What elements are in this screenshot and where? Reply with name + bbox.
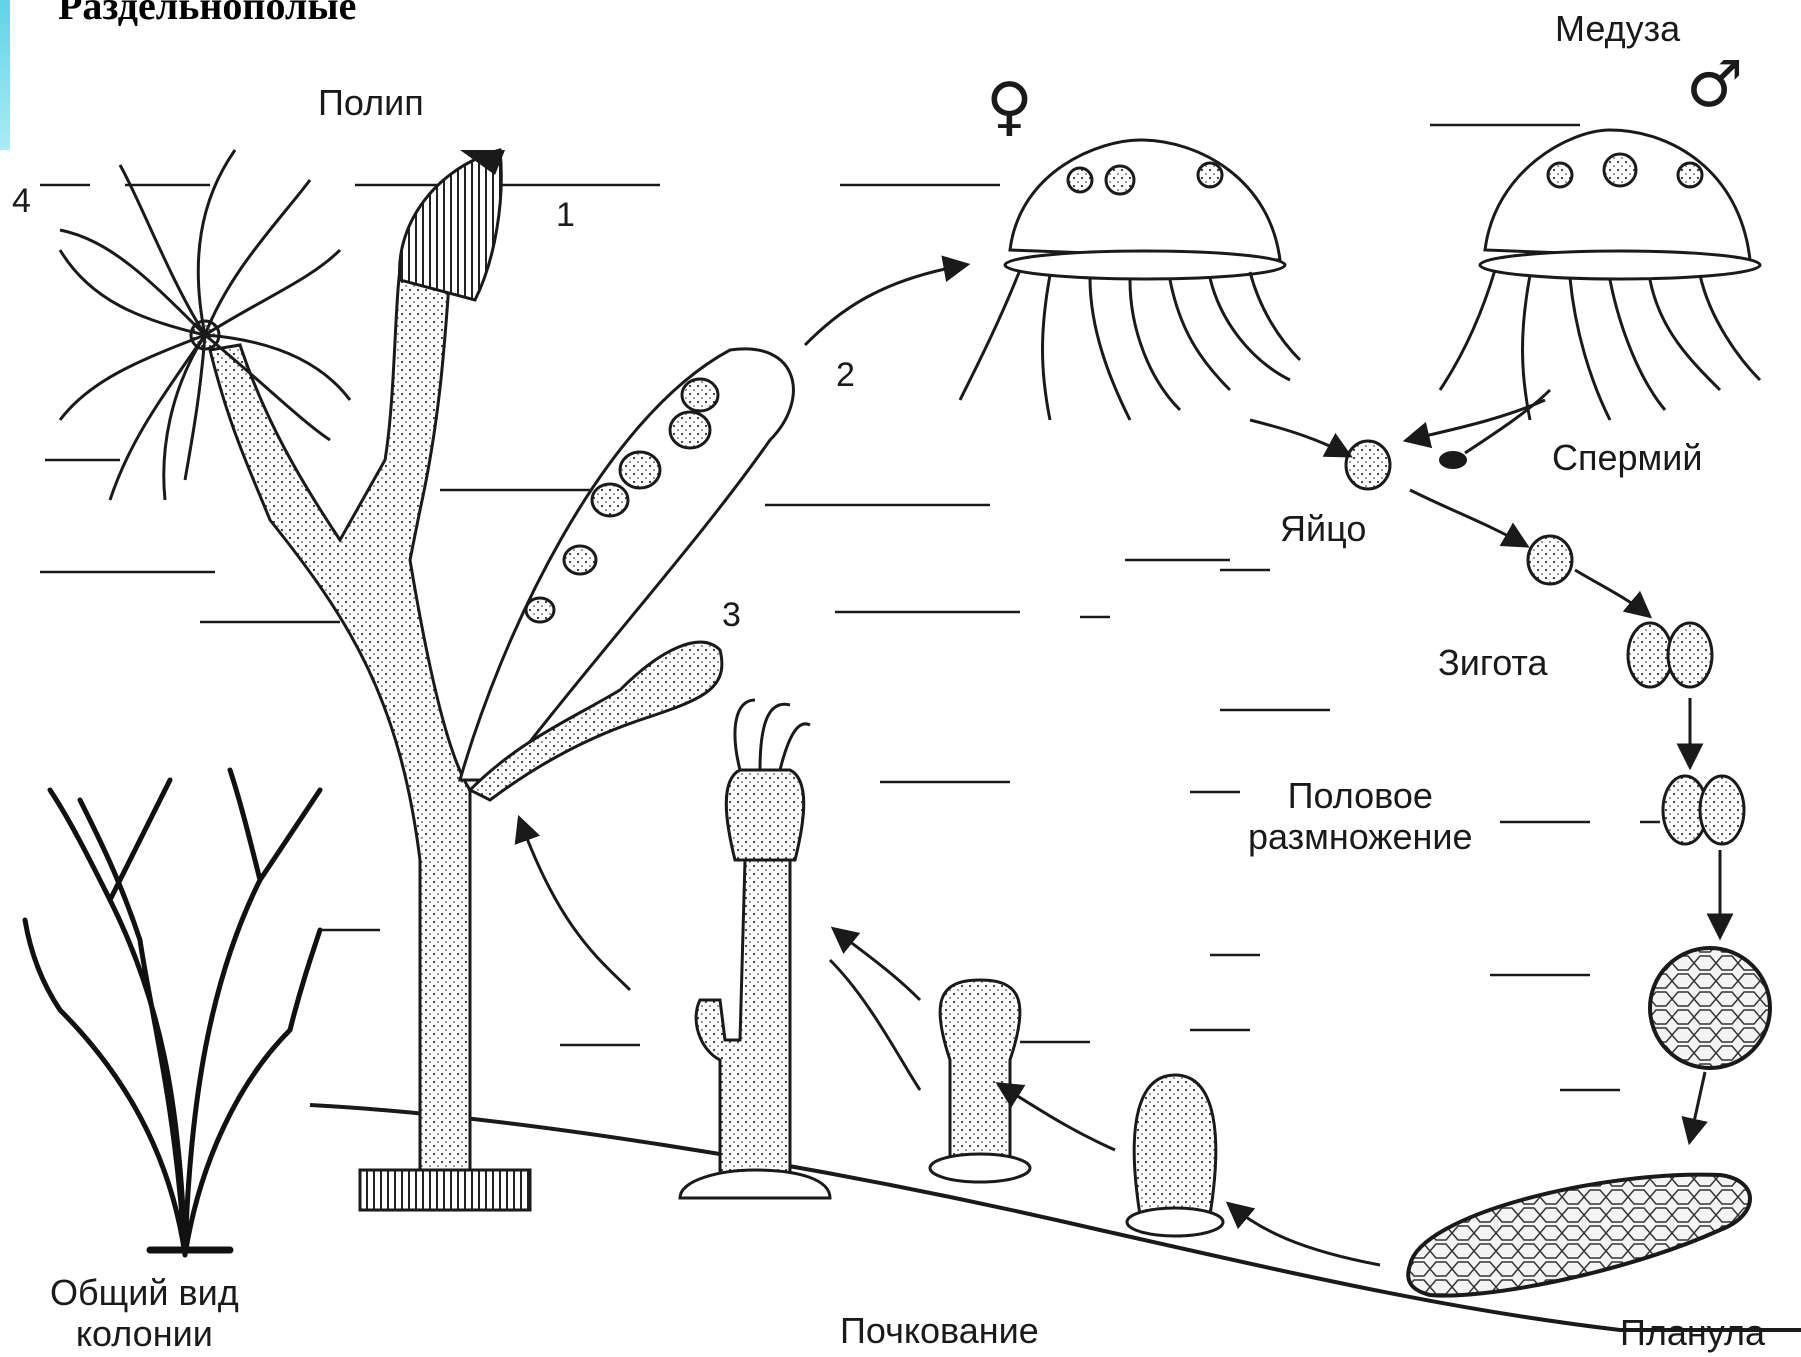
zygote-cell (1528, 536, 1572, 584)
egg-cell (1346, 441, 1390, 489)
colony-base (360, 1170, 530, 1210)
callout-4: 4 (12, 182, 31, 221)
settled-planula (1127, 1075, 1223, 1236)
callout-2: 2 (836, 356, 855, 395)
branching-polyp (680, 700, 830, 1198)
blastula (1650, 948, 1770, 1068)
feeding-polyp-4 (60, 150, 350, 500)
colony-general-view (25, 770, 320, 1255)
label-budding: Почкование (840, 1310, 1039, 1351)
label-sexual-line2: размножение (1248, 816, 1473, 857)
label-polyp: Полип (318, 82, 424, 123)
label-colony-view: Общий вид колонии (50, 1272, 239, 1355)
label-sexual-line1: Половое (1248, 775, 1473, 816)
callout-3: 3 (722, 596, 741, 635)
label-colony-line1: Общий вид (50, 1272, 239, 1313)
female-symbol-icon: ♀ (986, 70, 1033, 144)
polyp-colony (210, 270, 470, 1170)
label-planula: Планула (1620, 1312, 1765, 1353)
label-sexual-reproduction: Половое размножение (1248, 775, 1473, 858)
male-medusa (1440, 130, 1760, 420)
water-lines (40, 125, 1660, 1090)
hydranth-1 (400, 150, 502, 300)
planula-larva (1408, 1175, 1750, 1296)
label-colony-line2: колонии (50, 1313, 239, 1354)
label-zygote: Зигота (1438, 642, 1548, 683)
female-medusa (960, 140, 1300, 420)
callout-1: 1 (556, 196, 575, 235)
label-medusa: Медуза (1555, 8, 1680, 49)
two-cell-stage (1628, 623, 1712, 687)
young-polyp (930, 980, 1030, 1182)
male-symbol-icon: ♂ (1686, 48, 1743, 122)
label-egg: Яйцо (1280, 508, 1366, 549)
label-sperm: Спермий (1552, 437, 1703, 478)
four-cell-stage (1663, 776, 1744, 844)
